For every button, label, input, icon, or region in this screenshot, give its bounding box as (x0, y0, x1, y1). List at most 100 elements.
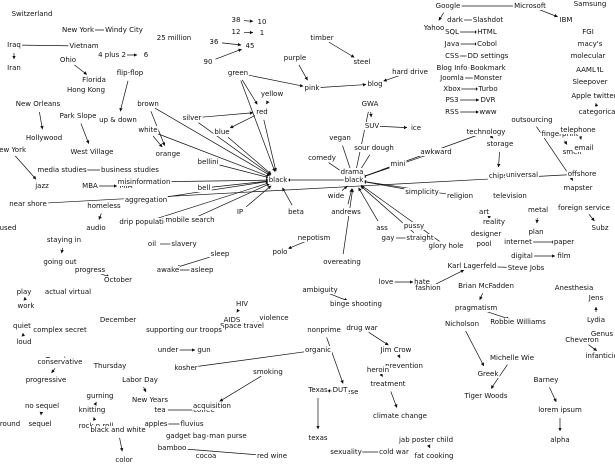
node-storage: storage (485, 140, 515, 148)
node-greek: Greek (476, 370, 500, 378)
node-flipflop: flip-flop (115, 69, 145, 77)
node-ddsettings: DD settings (466, 52, 510, 60)
node-pool: pool (475, 240, 493, 248)
node-cheveron: Cheveron (564, 336, 600, 344)
node-dark: dark (446, 16, 464, 24)
node-florida: Florida (81, 76, 107, 84)
node-religion: religion (445, 192, 475, 200)
node-drama: drama (339, 168, 365, 176)
node-dvr: DVR (479, 96, 497, 104)
node-lydia: Lydia (585, 316, 607, 324)
node-nosequel: no sequel (23, 402, 61, 410)
node-play: play (15, 288, 33, 296)
edge-purple-pink (298, 64, 308, 81)
node-red: red (255, 108, 269, 116)
node-technology: technology (465, 128, 507, 136)
node-heroin: heroin (365, 366, 391, 374)
node-suv: SUV (363, 122, 381, 130)
edge-foreignservice-subz (588, 214, 595, 222)
edge-microsoft-ibm (537, 8, 558, 18)
node-misinformation: misinformation (116, 178, 172, 186)
node-ice: ice (409, 124, 423, 132)
edge-green-red (241, 79, 258, 105)
node-outsourcing: outsourcing (510, 116, 554, 124)
node-n10: 10 (256, 18, 268, 26)
edge-mobilesearch-black1 (197, 183, 271, 218)
node-bookmark: Bookmark (469, 64, 507, 72)
node-nicholson: Nicholson (443, 320, 481, 328)
node-andrews: andrews (330, 208, 362, 216)
edge-iraq-vietnam (21, 44, 76, 48)
node-jazz: jazz (34, 182, 50, 190)
node-climatechange: climate change (372, 412, 428, 420)
node-progressive: progressive (24, 376, 68, 384)
node-businessstudies: business studies (100, 166, 160, 174)
node-black2: black (343, 176, 365, 184)
node-under: under (156, 346, 180, 354)
edge-bamboo-redwine (179, 448, 264, 457)
node-ambiguity: ambiguity (301, 286, 339, 294)
node-aaml: AAML (575, 66, 597, 74)
node-green: green (226, 69, 250, 77)
edge-nepotism-polo (288, 240, 307, 249)
node-joomla: Joomla (439, 74, 465, 82)
node-n1: 1 (258, 29, 266, 37)
edge-smoking-acquisition (219, 375, 262, 402)
edge-telephone-email (578, 135, 582, 140)
node-digital: digital (510, 252, 534, 260)
node-color: color (114, 456, 134, 464)
node-fingerprint: fingerprint (540, 130, 580, 138)
node-audio: audio (85, 224, 107, 232)
node-westvillage: West Village (69, 148, 115, 156)
node-paper: paper (552, 238, 576, 246)
node-www: www (478, 108, 498, 116)
node-art: art (478, 208, 490, 216)
node-round: round (0, 420, 22, 428)
node-newyork: New York (60, 26, 96, 34)
node-newyears: New Years (131, 396, 169, 404)
node-awkward: awkward (419, 148, 453, 156)
node-drugwar: drug war (345, 324, 379, 332)
edge-neworleans-hollywood (39, 111, 44, 130)
node-java: Java (443, 40, 461, 48)
node-loremipsum: lorem ipsum (537, 406, 583, 414)
node-progress: progress (73, 266, 107, 274)
node-fatcooking: fat cooking (413, 452, 455, 460)
node-loud: loud (15, 338, 33, 346)
node-television: television (492, 192, 528, 200)
node-bloginfo: Blog Info (435, 64, 469, 72)
edge-flipflop-updown (119, 80, 129, 112)
edge-newyork2-jazz (15, 155, 37, 180)
node-n36: 36 (208, 38, 220, 46)
node-tea: tea (153, 406, 167, 414)
node-alpha: alpha (549, 436, 571, 444)
node-plan: plan (527, 228, 545, 236)
node-turbo: Turbo (477, 85, 499, 93)
edge-green-pink (245, 74, 304, 88)
node-nepotism: nepotism (296, 234, 332, 242)
node-gwa: GWA (360, 100, 380, 108)
node-brianmcfadden: Brian McFadden (457, 282, 515, 290)
node-polo: polo (271, 248, 289, 256)
node-designer: designer (469, 230, 503, 238)
edge-cheveron-infanticide (588, 344, 597, 351)
node-stevejobs: Steve Jobs (506, 264, 546, 272)
edge-white-black1 (155, 132, 270, 178)
edge-laborday-newyears (142, 386, 147, 393)
node-acquisition: acquisition (192, 402, 232, 410)
edge-glorious-black2 (361, 184, 440, 242)
node-sourdough: sour dough (353, 144, 395, 152)
edge-n90-n45 (215, 48, 242, 60)
node-jimcrow: Jim Crow (379, 346, 413, 354)
node-iraq: Iraq (6, 41, 22, 49)
node-windycity: Windy City (104, 26, 144, 34)
node-prevention: prevention (384, 362, 424, 370)
node-straight: straight (405, 234, 435, 242)
node-work: work (16, 302, 36, 310)
edge-brianmcfadden-pragmatism (479, 293, 484, 301)
node-subz: Subz (590, 224, 610, 232)
node-barney: Barney (532, 376, 560, 384)
node-mba: MBA (81, 182, 99, 190)
edge-blue-black1 (227, 136, 272, 175)
node-december: December (98, 316, 138, 324)
